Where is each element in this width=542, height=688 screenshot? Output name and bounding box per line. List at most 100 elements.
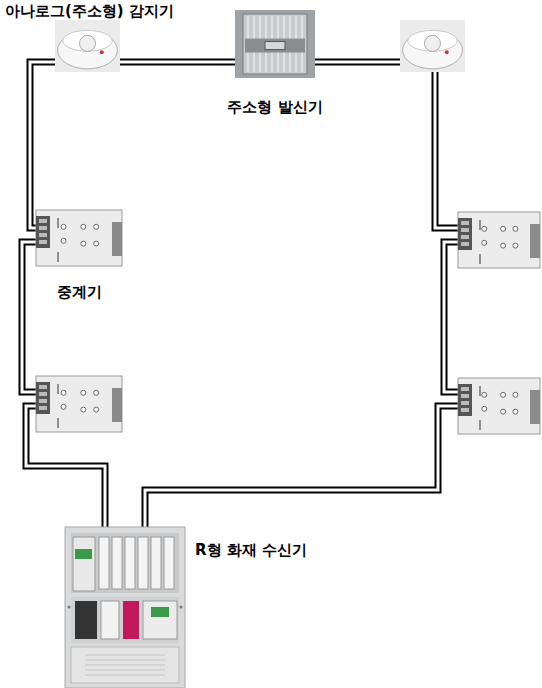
detector-head xyxy=(408,30,457,51)
wire-inner xyxy=(145,406,458,527)
relay-led xyxy=(501,409,506,414)
card-module xyxy=(112,537,122,589)
cabinet-body xyxy=(65,527,185,688)
device-illustration xyxy=(458,378,540,434)
relay-led xyxy=(482,240,487,245)
relay-mark xyxy=(58,418,59,428)
terminal-screw xyxy=(461,387,469,391)
terminal-block xyxy=(530,224,540,258)
relay-led xyxy=(482,406,487,411)
relay-device xyxy=(458,212,540,268)
relay-led xyxy=(513,392,518,397)
relay-device: 중계기 xyxy=(36,210,122,266)
wire-outer xyxy=(30,62,55,228)
card-module xyxy=(138,537,148,589)
terminal-block xyxy=(112,388,122,422)
relay-device xyxy=(36,376,122,432)
terminal-screw xyxy=(39,385,47,389)
device-illustration xyxy=(55,20,120,72)
relay-led xyxy=(513,226,518,231)
terminal-block xyxy=(36,216,50,248)
terminal-screw xyxy=(39,406,47,410)
signal-wire xyxy=(435,72,458,228)
device-illustration xyxy=(235,10,315,78)
relay-mark xyxy=(480,254,481,264)
relay-mark xyxy=(58,218,59,228)
wire-inner xyxy=(22,242,36,392)
relay-led xyxy=(61,390,66,395)
relay-mark xyxy=(480,220,481,230)
relay-led xyxy=(501,392,506,397)
wire-inner xyxy=(30,62,55,228)
display-module xyxy=(73,537,95,591)
callpoint-button xyxy=(265,42,285,50)
lower-panel xyxy=(71,647,179,683)
module-rack xyxy=(71,597,179,643)
module-rack xyxy=(71,533,179,593)
terminal-screw xyxy=(461,401,469,405)
relay-led xyxy=(81,241,86,246)
relay-led xyxy=(61,238,66,243)
vent-slot xyxy=(85,665,165,666)
terminal-screw xyxy=(461,242,469,246)
detector-chamber xyxy=(425,35,441,51)
terminal-screw xyxy=(461,228,469,232)
device-label: 주소형 발신기 xyxy=(227,98,322,116)
vent-slot xyxy=(85,670,165,671)
relay-body xyxy=(458,378,540,434)
terminal-screw xyxy=(461,235,469,239)
relay-led xyxy=(501,243,506,248)
relay-body xyxy=(36,376,122,432)
wire-outer xyxy=(22,242,36,392)
relay-led xyxy=(81,407,86,412)
wire-inner xyxy=(315,61,400,64)
detector-chamber xyxy=(80,35,96,51)
card-module xyxy=(151,537,161,589)
detector-device: 아나로그(주소형) 감지기 xyxy=(55,20,120,72)
detector-head xyxy=(63,30,112,51)
device-label: 중계기 xyxy=(57,283,102,301)
signal-wire xyxy=(120,62,235,63)
wire-outer xyxy=(444,242,458,392)
terminal-screw xyxy=(39,219,47,223)
relay-led xyxy=(94,224,99,229)
vent-slot xyxy=(85,660,165,661)
relay-led xyxy=(513,243,518,248)
cabinet-screw xyxy=(68,606,71,609)
device-label: R형 화재 수신기 xyxy=(195,541,307,559)
relay-led xyxy=(81,224,86,229)
device-label: 아나로그(주소형) 감지기 xyxy=(5,2,174,20)
card-module xyxy=(164,537,174,589)
vent-slot xyxy=(85,675,165,676)
device-illustration xyxy=(400,20,465,72)
callpoint-body xyxy=(235,10,315,78)
relay-mark xyxy=(480,420,481,430)
signal-wire xyxy=(30,62,55,228)
receiver-device: R형 화재 수신기 xyxy=(65,527,185,688)
relay-body xyxy=(458,212,540,268)
terminal-block xyxy=(530,390,540,424)
relay-led xyxy=(81,390,86,395)
wire-outer xyxy=(315,59,400,66)
signal-wire xyxy=(315,62,400,63)
terminal-screw xyxy=(39,392,47,396)
lcd-screen xyxy=(151,607,169,617)
device-illustration xyxy=(36,210,122,266)
wire-inner xyxy=(435,72,458,228)
callpoint-band xyxy=(245,39,305,53)
relay-led xyxy=(61,404,66,409)
terminal-screw xyxy=(461,394,469,398)
relay-led xyxy=(482,392,487,397)
photo-background xyxy=(400,20,465,72)
terminal-screw xyxy=(39,233,47,237)
relay-led xyxy=(501,226,506,231)
relay-mark xyxy=(480,386,481,396)
relay-led xyxy=(94,241,99,246)
detector-device xyxy=(400,20,465,72)
wire-inner xyxy=(444,242,458,392)
terminal-screw xyxy=(39,226,47,230)
vent-slot xyxy=(85,655,165,656)
photo-background xyxy=(55,20,120,72)
card-module xyxy=(99,537,109,589)
terminal-screw xyxy=(461,408,469,412)
